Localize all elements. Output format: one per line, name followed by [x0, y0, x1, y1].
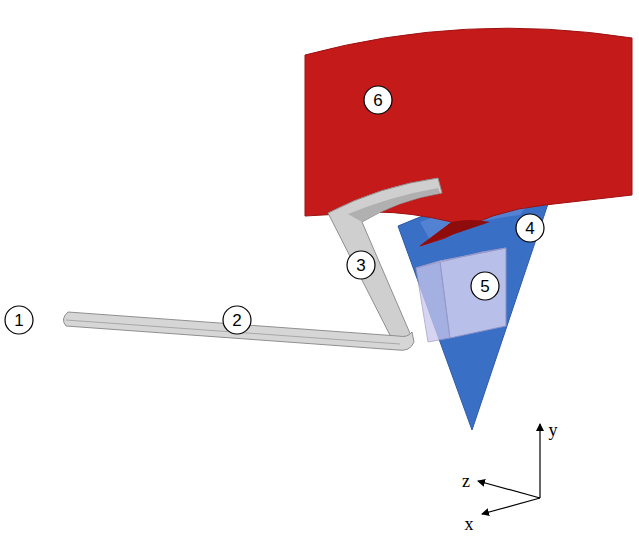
callout-circle	[347, 251, 375, 279]
axis-label: z	[462, 472, 470, 490]
plate-edge	[348, 188, 440, 222]
callout-number: 1	[14, 312, 23, 329]
axis-line	[482, 498, 540, 514]
axis-line	[478, 481, 540, 498]
callout-circle	[364, 86, 392, 114]
block-notch	[420, 220, 490, 246]
box-front	[440, 248, 506, 338]
magnet-block	[305, 28, 632, 246]
axis-label: y	[549, 421, 558, 439]
callout-number: 4	[525, 220, 534, 237]
axis-label: x	[465, 515, 474, 533]
box-top	[416, 248, 506, 268]
callout-circle	[516, 214, 544, 242]
callout-number: 2	[232, 312, 241, 329]
callout-circle	[5, 306, 33, 334]
callout-number: 3	[356, 257, 365, 274]
callout-circle	[471, 272, 499, 300]
callout-number: 6	[373, 92, 382, 109]
callout-number: 5	[480, 278, 489, 295]
axis-line	[539, 424, 540, 498]
callout-circle	[223, 306, 251, 334]
